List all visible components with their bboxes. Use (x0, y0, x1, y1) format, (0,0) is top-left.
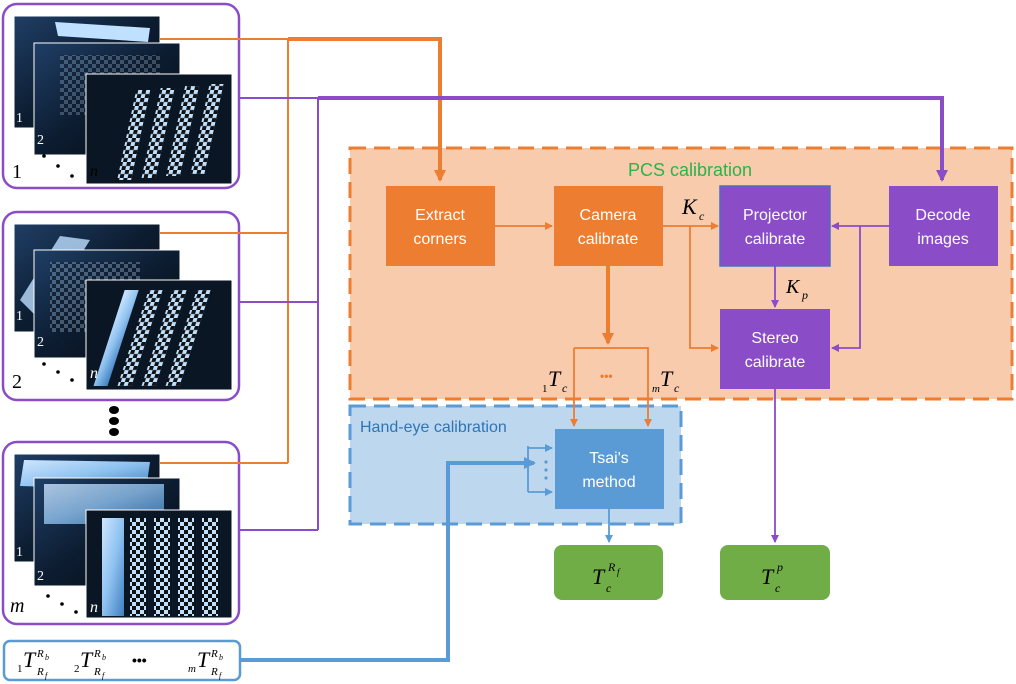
hand-eye-calibration-title: Hand-eye calibration (360, 419, 507, 436)
kp-label: K p (785, 276, 808, 302)
out2-sup: p (776, 560, 783, 574)
pose-2-sub: R (93, 666, 101, 678)
pose-1-T: T (23, 647, 37, 672)
t1c-sub: c (562, 381, 568, 395)
pose-ellipsis: ••• (132, 652, 147, 668)
tsai-method-line-1: Tsai's (589, 450, 629, 467)
extract-corners-line-1: Extract (415, 207, 465, 224)
pose-m-index: m (188, 663, 196, 675)
camera-calibrate-line-2: calibrate (578, 231, 639, 248)
stereo-calibrate-line-1: Stereo (751, 330, 798, 347)
pose-1-supsub: b (45, 653, 49, 662)
stack-1-count: 1 (12, 161, 22, 183)
stack-1-label-n: n (90, 163, 98, 180)
pose-1-subsub: f (45, 671, 49, 680)
stack-2-label-2: 2 (37, 335, 44, 350)
tsai-method-line-2: method (582, 474, 635, 491)
pcs-calibration-region (348, 146, 1014, 401)
decode-images-line-1: Decode (915, 207, 970, 224)
out1-T: T (592, 564, 606, 589)
robot-pose-arrow (240, 457, 536, 662)
out2-T: T (761, 564, 775, 589)
stack-1-label-2: 2 (37, 133, 44, 148)
pose-2-index: 2 (74, 663, 80, 675)
stack-m-count: m (10, 595, 24, 617)
kp-sub: p (801, 288, 808, 302)
kc-label: K c (681, 194, 705, 223)
stack-2-label-n: n (90, 365, 98, 382)
kc-sub: c (699, 209, 705, 223)
pose-2-subsub: f (102, 671, 106, 680)
extract-corners-line-2: corners (413, 231, 466, 248)
image-stack-m: 1 2 n m (1, 440, 241, 626)
pose-2-supsub: b (102, 653, 106, 662)
decode-images-box: Decode images (889, 186, 998, 266)
tmc-pre: m (652, 383, 660, 395)
out1-sup: R (607, 560, 616, 574)
stack-2-count: 2 (12, 371, 22, 393)
t1c-T: T (548, 366, 562, 391)
transform-ellipsis: ••• (600, 369, 613, 383)
stack-m-label-n: n (90, 599, 98, 616)
stack-2-label-1: 1 (16, 309, 23, 324)
tmc-T: T (660, 366, 674, 391)
pose-m-subsub: f (219, 671, 223, 680)
decode-images-line-2: images (917, 231, 969, 248)
tsai-method-box: Tsai's method (555, 429, 664, 509)
image-stack-1: 1 2 n 1 (1, 2, 241, 190)
purple-connections (239, 96, 948, 531)
internal-arrows (495, 222, 889, 543)
extract-corners-box: Extract corners (386, 186, 495, 266)
stereo-calibrate-line-2: calibrate (745, 354, 806, 371)
pose-m-supsub: b (219, 653, 223, 662)
image-stack-2: 1 2 n 2 (1, 210, 241, 402)
pose-1-index: 1 (17, 663, 23, 675)
pose-2-T: T (80, 647, 94, 672)
robot-pose-box: 1 T R b R f 2 T R b R f ••• m T R b R f (2, 639, 242, 682)
pose-m-sup: R (210, 648, 218, 660)
output-camera-to-flange: T c R f (554, 545, 663, 600)
projector-calibrate-line-1: Projector (743, 207, 808, 224)
pose-m-T: T (197, 647, 211, 672)
orange-connections (160, 37, 446, 464)
stack-m-label-2: 2 (37, 569, 44, 584)
pose-m-sub: R (210, 666, 218, 678)
pose-2-sup: R (93, 648, 101, 660)
out1-supsub: f (617, 567, 621, 577)
pose-1-sup: R (36, 648, 44, 660)
pcs-calibration-title: PCS calibration (628, 160, 752, 180)
stack-m-label-1: 1 (16, 545, 23, 560)
t1c-pre: 1 (542, 383, 548, 395)
out2-sub: c (775, 581, 781, 595)
kp-K: K (785, 276, 801, 298)
t1c-label: 1 T c (542, 366, 568, 395)
output-camera-to-projector: T c p (720, 545, 830, 600)
tsai-input-dots (544, 460, 548, 480)
projector-calibrate-line-2: calibrate (745, 231, 806, 248)
stacks-ellipsis (109, 406, 119, 436)
stereo-calibrate-box: Stereo calibrate (720, 309, 830, 389)
projector-calibrate-box: Projector calibrate (719, 185, 831, 267)
camera-calibrate-line-1: Camera (580, 207, 637, 224)
kc-K: K (681, 194, 698, 219)
out1-sub: c (606, 581, 612, 595)
stack-1-label-1: 1 (16, 111, 23, 126)
pose-1-sub: R (36, 666, 44, 678)
tmc-sub: c (674, 381, 680, 395)
tmc-label: m T c (652, 366, 680, 395)
camera-calibrate-box: Camera calibrate (554, 186, 663, 266)
